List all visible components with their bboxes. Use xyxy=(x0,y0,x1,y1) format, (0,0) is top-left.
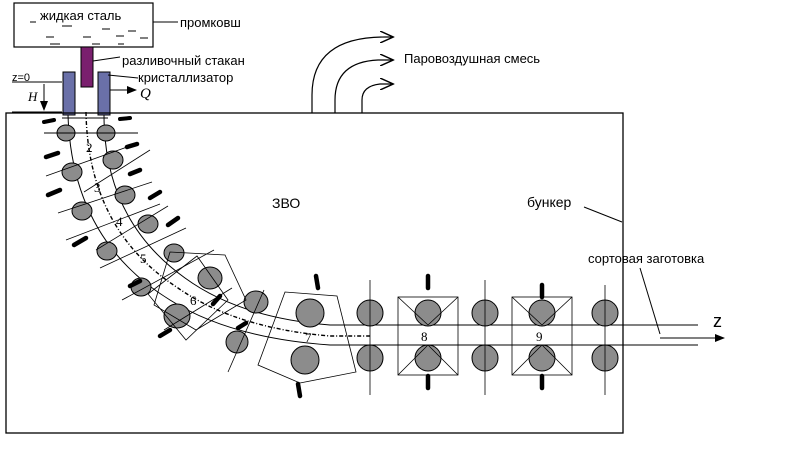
pouring-nozzle xyxy=(80,46,94,88)
mold-exit-rollers xyxy=(42,116,138,142)
pouring-nozzle-label: разливочный стакан xyxy=(122,53,245,68)
zone-label-4: 4 xyxy=(116,214,123,229)
strand-outer-edge xyxy=(67,114,698,346)
zvo-label: ЗВО xyxy=(272,195,300,211)
bunker-label: бункер xyxy=(527,194,572,210)
curved-frames xyxy=(147,251,357,384)
h-label: H xyxy=(27,89,38,104)
liquid-steel-label: жидкая сталь xyxy=(40,8,122,23)
zone-label-3: 3 xyxy=(94,180,101,195)
z-axis-label: z xyxy=(713,311,722,331)
steam-air-label: Паровоздушная смесь xyxy=(404,51,540,66)
zone-label-8: 8 xyxy=(421,329,428,344)
billet-label: сортовая заготовка xyxy=(588,251,705,266)
tundish-box xyxy=(13,2,154,48)
cooling-chamber xyxy=(5,112,624,434)
mold-wall-left xyxy=(62,71,76,116)
zone-label-2: 2 xyxy=(86,140,93,155)
horizontal-frames xyxy=(397,296,573,376)
spray-nozzles xyxy=(43,141,545,399)
solidification-front xyxy=(85,111,370,337)
zone-label-6: 6 xyxy=(190,293,197,308)
z0-label: z=0 xyxy=(12,72,30,84)
strand-inner-edge xyxy=(103,114,698,326)
tundish-label: промковш xyxy=(180,15,241,30)
radial-lines xyxy=(45,145,265,373)
q-label: Q xyxy=(140,86,151,102)
zone-label-7: 7 xyxy=(305,330,312,345)
zone-label-5: 5 xyxy=(140,251,147,266)
liquid-surface-dashes xyxy=(30,21,148,45)
steam-air-duct-inner xyxy=(334,60,392,113)
steam-air-duct-outer xyxy=(311,37,392,113)
steam-air-flow-arrow xyxy=(361,84,392,113)
zone-label-9: 9 xyxy=(536,329,543,344)
mold-label: кристаллизатор xyxy=(138,70,233,85)
mold-wall-right xyxy=(97,71,111,116)
inner-arc-rollers xyxy=(102,150,269,314)
outer-arc-rollers xyxy=(61,162,249,354)
roller-axes xyxy=(369,280,606,395)
